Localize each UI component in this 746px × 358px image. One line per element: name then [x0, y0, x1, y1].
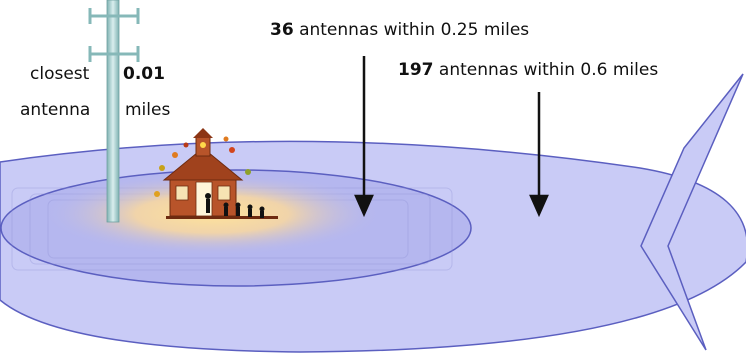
inner-ring-text: antennas within 0.25 miles — [299, 20, 530, 40]
antenna-crossbars — [88, 8, 140, 62]
outer-ring-caption: 197 antennas within 0.6 miles — [398, 60, 658, 80]
outer-ring-count: 197 — [398, 60, 434, 80]
inner-ring-arrow — [354, 56, 374, 218]
falling-leaves — [154, 136, 251, 197]
closest-distance-unit: miles — [125, 100, 171, 120]
children-silhouettes — [205, 193, 265, 218]
antenna-mast — [106, 0, 120, 223]
inner-ring-count: 36 — [270, 20, 294, 40]
outer-ring-arrow — [529, 92, 549, 218]
inner-ring-caption: 36 antennas within 0.25 miles — [270, 20, 529, 40]
antenna-tower — [88, 0, 140, 223]
outer-edge-notch — [640, 73, 744, 351]
closest-label-line1: closest — [30, 64, 90, 84]
closest-distance-value: 0.01 — [123, 64, 165, 84]
closest-label-line2: antenna — [20, 100, 91, 120]
outer-ring-text: antennas within 0.6 miles — [438, 60, 659, 80]
